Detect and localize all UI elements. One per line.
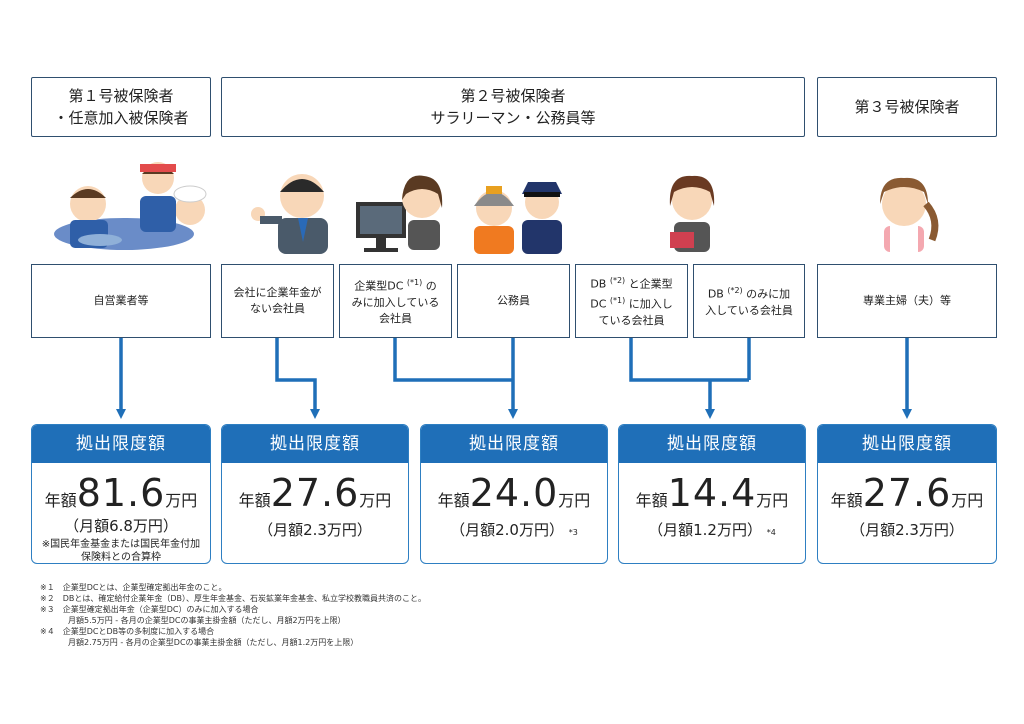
footnote-4-detail: 月額2.75万円 - 各月の企業型DCの事業主掛金額（ただし、月額1.2万円を上…	[68, 638, 359, 647]
group-db-dc-pre2: DC	[590, 297, 610, 311]
limit-header: 拠出限度額	[421, 425, 607, 463]
self-employed-people-illustration	[54, 162, 207, 250]
limit-prefix: 年額	[830, 491, 863, 510]
limit-box-self-employed: 拠出限度額 年額81.6万円 （月額6.8万円） ※国民年金基金または国民年金付…	[31, 424, 211, 564]
group-no-corporate-pension: 会社に企業年金がない会社員	[221, 264, 334, 338]
limit-prefix: 年額	[238, 491, 271, 510]
group-homemaker-label: 専業主婦（夫）等	[863, 294, 951, 307]
category-2-line2: サラリーマン・公務員等	[430, 109, 596, 127]
limit-header: 拠出限度額	[222, 425, 408, 463]
limit-monthly: （月額6.8万円）	[64, 517, 178, 535]
footnote-3-detail: 月額5.5万円 - 各月の企業型DCの事業主掛金額（ただし、月額2万円を上限）	[68, 616, 346, 625]
group-no-pension-line2: ない会社員	[250, 302, 305, 315]
limit-monthly: （月額1.2万円）	[648, 521, 762, 539]
limit-footnote-mark: *4	[766, 528, 776, 537]
footnote-4: ※４ 企業型DCとDB等の多制度に加入する場合	[40, 627, 215, 636]
female-worker-illustration	[669, 175, 715, 252]
limit-unit: 万円	[951, 491, 984, 510]
group-dc-only-post: の	[422, 279, 437, 293]
category-box-1: 第１号被保険者・任意加入被保険者	[31, 77, 211, 137]
group-public-label: 公務員	[497, 294, 530, 307]
limit-unit: 万円	[756, 491, 789, 510]
limit-unit: 万円	[359, 491, 392, 510]
public-servants-illustration	[474, 182, 562, 254]
group-db-dc-post1: と企業型	[625, 278, 673, 291]
group-db-only: DB (*2) のみに加 入している会社員	[693, 264, 805, 338]
group-dc-only-mark: (*1)	[406, 278, 423, 288]
limit-unit: 万円	[558, 491, 591, 510]
limit-prefix: 年額	[44, 491, 77, 510]
limit-header: 拠出限度額	[32, 425, 210, 463]
group-dc-only-line3: 会社員	[378, 311, 412, 325]
limit-monthly: （月額2.3万円）	[850, 521, 964, 539]
group-public-servant: 公務員	[457, 264, 570, 338]
group-dc-only-pre: 企業型DC	[354, 279, 407, 293]
group-db-dc-mark2: (*1)	[609, 296, 626, 305]
limit-note-line2: 保険料との合算枠	[81, 552, 161, 563]
limit-unit: 万円	[165, 491, 198, 510]
limit-box-db: 拠出限度額 年額14.4万円 （月額1.2万円） *4	[618, 424, 806, 564]
category-box-3: 第３号被保険者	[817, 77, 997, 137]
category-1-line2: ・任意加入被保険者	[53, 109, 189, 127]
limit-amount: 14.4	[667, 471, 757, 515]
limit-amount: 27.6	[862, 471, 952, 515]
group-dc-only: 企業型DC (*1) の みに加入している 会社員	[339, 264, 452, 338]
category-3-line1: 第３号被保険者	[854, 98, 960, 116]
limit-monthly: （月額2.0万円）	[450, 521, 564, 539]
group-dc-only-line2: みに加入している	[351, 295, 440, 309]
footnote-3: ※３ 企業型確定拠出年金（企業型DC）のみに加入する場合	[40, 605, 259, 614]
office-worker-illustration	[251, 174, 328, 254]
group-self-employed-label: 自営業者等	[93, 294, 149, 307]
group-db-dc-mark1: (*2)	[609, 276, 626, 286]
group-self-employed: 自営業者等	[31, 264, 211, 338]
footnote-1: ※１ 企業型DCとは、企業型確定拠出年金のこと。	[40, 583, 227, 592]
category-1-line1: 第１号被保険者	[68, 87, 174, 105]
group-db-only-line2: 入している会社員	[705, 303, 793, 317]
limit-header: 拠出限度額	[619, 425, 805, 463]
limit-prefix: 年額	[437, 491, 470, 510]
arrow-db-dc-branch	[629, 338, 749, 382]
arrow-dc-only-branch	[393, 338, 513, 382]
limit-note-line1: ※国民年金基金または国民年金付加	[41, 539, 201, 550]
limit-prefix: 年額	[635, 491, 668, 510]
arrow-no-pension	[275, 338, 320, 419]
group-no-pension-line1: 会社に企業年金が	[233, 286, 322, 299]
limit-footnote-mark: *3	[568, 528, 578, 537]
limit-box-no-pension: 拠出限度額 年額27.6万円 （月額2.3万円）	[221, 424, 409, 564]
footnotes: ※１ 企業型DCとは、企業型確定拠出年金のこと。 ※２ DBとは、確定給付企業年…	[40, 582, 426, 648]
group-db-and-dc: DB (*2) と企業型 DC (*1) に加入し ている会社員	[575, 264, 688, 338]
group-db-only-post: のみに加	[742, 287, 791, 301]
limit-amount: 24.0	[469, 471, 559, 515]
limit-amount: 81.6	[76, 471, 166, 515]
group-db-dc-post2: に加入し	[625, 297, 673, 311]
homemaker-illustration	[880, 177, 939, 252]
group-db-dc-line3: ている会社員	[598, 313, 665, 327]
group-db-only-mark: (*2)	[727, 286, 743, 296]
limit-monthly: （月額2.3万円）	[258, 521, 372, 539]
limit-box-homemaker: 拠出限度額 年額27.6万円 （月額2.3万円）	[817, 424, 997, 564]
pc-worker-illustration	[356, 175, 443, 252]
footnote-2: ※２ DBとは、確定給付企業年金（DB）、厚生年金基金、石炭鉱業年金基金、私立学…	[40, 594, 426, 603]
limit-box-public-dc: 拠出限度額 年額24.0万円 （月額2.0万円） *3	[420, 424, 608, 564]
limit-header: 拠出限度額	[818, 425, 996, 463]
limit-amount: 27.6	[270, 471, 360, 515]
group-homemaker: 専業主婦（夫）等	[817, 264, 997, 338]
category-box-2: 第２号被保険者サラリーマン・公務員等	[221, 77, 805, 137]
category-2-line1: 第２号被保険者	[460, 87, 566, 105]
group-db-dc-pre1: DB	[590, 278, 610, 291]
group-db-only-pre: DB	[707, 287, 728, 301]
